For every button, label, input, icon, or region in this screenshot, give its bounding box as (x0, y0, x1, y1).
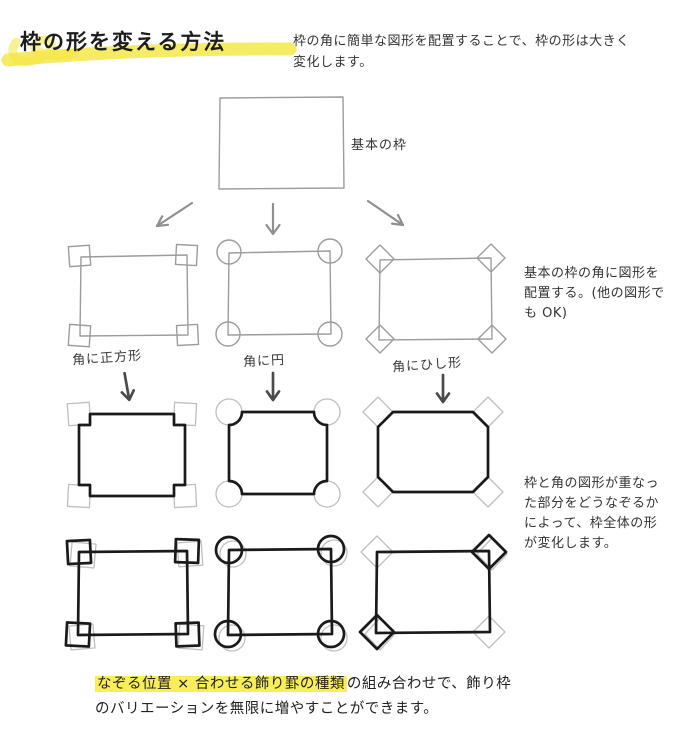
caption-corner-square: 角に正方形 (71, 348, 143, 369)
footer-line2: のバリエーションを無限に増やすことができます。 (95, 701, 439, 718)
footer-highlighted-phrase: なぞる位置 × 合わせる飾り罫の種類 (95, 676, 347, 692)
footer-line1: なぞる位置 × 合わせる飾り罫の種類の組み合わせで、飾り枠 (95, 672, 655, 697)
yellow-highlight-swoosh (1, 35, 297, 67)
page-title: 枠の形を変える方法 (20, 30, 227, 54)
frame-notched-corners-bold (66, 401, 198, 509)
frame-corner-squares-sketch (67, 243, 200, 348)
intro-text: 枠の角に簡単な図形を配置することで、枠の形は大きく変化します。 (293, 34, 630, 70)
arrow-down-left-icon (155, 201, 194, 228)
frame-chamfered-corners-bold (362, 396, 504, 508)
step1-note: 基本の枠の角に図形を配置する。(他の図形でも OK) (524, 266, 665, 322)
arrow-down-bold-icon (265, 371, 281, 402)
basic-frame-sketch (218, 96, 345, 190)
frame-concave-corners-bold (215, 398, 341, 508)
arrow-down-bold-icon (435, 373, 451, 404)
step2-note: 枠と角の図形が重なった部分をどうなぞるかによって、枠全体の形が変化します。 (524, 476, 660, 552)
frame-diamond-corners-bold (358, 533, 508, 651)
arrow-down-right-icon (366, 199, 405, 227)
footer-text: なぞる位置 × 合わせる飾り罫の種類の組み合わせで、飾り枠 のバリエーションを無… (95, 672, 655, 723)
arrow-down-bold-icon (120, 371, 136, 402)
frame-square-tabs-bold (64, 537, 205, 651)
frame-circle-corners-bold (213, 534, 348, 652)
basic-frame-label: 基本の枠 (351, 138, 408, 153)
frame-corner-diamonds-sketch (365, 243, 507, 354)
caption-corner-circle: 角に円 (242, 352, 286, 371)
frame-corner-circles-sketch (215, 238, 343, 347)
footer-line1-rest: の組み合わせで、飾り枠 (346, 676, 512, 692)
arrow-down-icon (265, 202, 281, 236)
